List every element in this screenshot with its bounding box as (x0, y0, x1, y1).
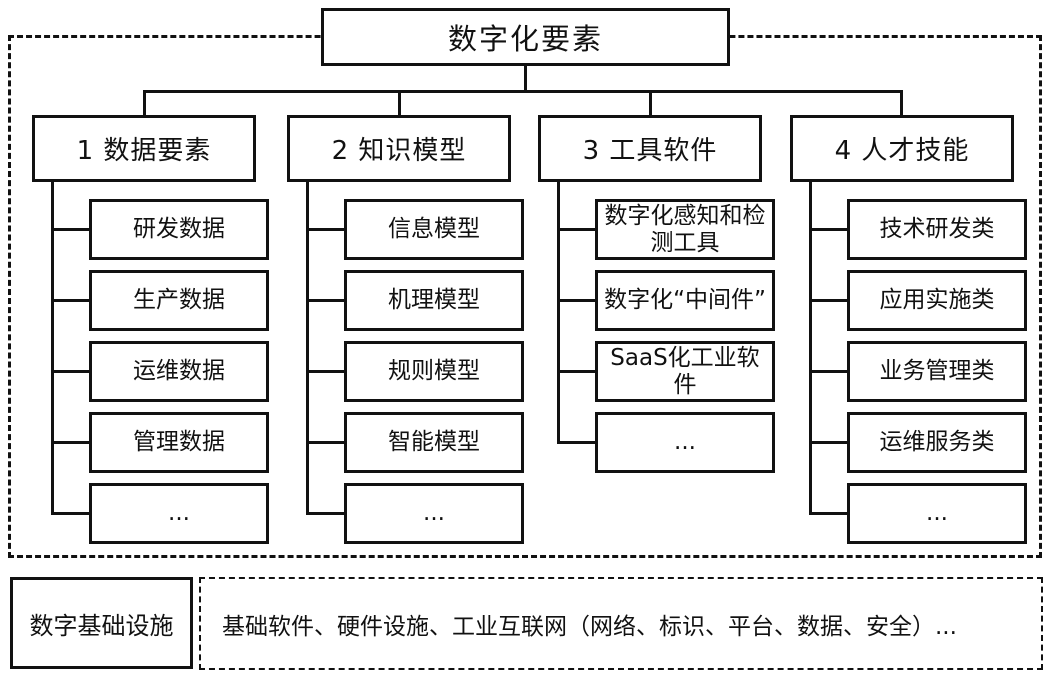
foundation-description: 基础软件、硬件设施、工业互联网（网络、标识、平台、数据、安全）... (222, 613, 957, 640)
category-box-talent-skills: 4 人才技能 (790, 115, 1014, 182)
item-box-sensing-inspection-tools: 数字化感知和检测工具 (595, 199, 775, 260)
connector-tick (809, 299, 847, 302)
connector-tick (306, 370, 344, 373)
connector-tick (809, 228, 847, 231)
category-label: 4 人才技能 (834, 136, 970, 166)
connector-branch-rail (143, 90, 903, 93)
item-label: 运维服务类 (879, 429, 995, 456)
category-box-tool-software: 3 工具软件 (538, 115, 762, 182)
connector-tick (51, 228, 89, 231)
category-label: 1 数据要素 (76, 136, 212, 166)
item-label: 数字化“中间件” (604, 287, 766, 314)
connector-tick (809, 441, 847, 444)
item-label: 生产数据 (133, 287, 225, 314)
item-box-saas-industrial-software: SaaS化工业软件 (595, 341, 775, 402)
connector-tick (51, 512, 89, 515)
item-label: 机理模型 (388, 287, 480, 314)
connector-stub-col4 (900, 90, 903, 115)
foundation-description-box: 基础软件、硬件设施、工业互联网（网络、标识、平台、数据、安全）... (199, 577, 1043, 670)
connector-trunk-col3 (557, 182, 560, 444)
item-box-management-data: 管理数据 (89, 412, 269, 473)
foundation-label-box: 数字基础设施 (10, 577, 193, 669)
connector-trunk-col1 (51, 182, 54, 515)
connector-stub-col3 (649, 90, 652, 115)
connector-tick (809, 370, 847, 373)
item-label: 规则模型 (388, 358, 480, 385)
connector-tick (306, 299, 344, 302)
connector-tick (51, 441, 89, 444)
item-box-ellipsis: ... (344, 483, 524, 544)
foundation-label: 数字基础设施 (29, 611, 174, 640)
category-label: 2 知识模型 (331, 136, 467, 166)
item-box-information-model: 信息模型 (344, 199, 524, 260)
item-label: 技术研发类 (879, 216, 995, 243)
item-box-rd-data: 研发数据 (89, 199, 269, 260)
item-box-ellipsis: ... (595, 412, 775, 473)
item-box-om-service: 运维服务类 (847, 412, 1027, 473)
item-box-mechanism-model: 机理模型 (344, 270, 524, 331)
item-box-intelligent-model: 智能模型 (344, 412, 524, 473)
category-label: 3 工具软件 (582, 136, 718, 166)
root-node-digital-elements: 数字化要素 (321, 8, 730, 66)
item-label: 研发数据 (133, 216, 225, 243)
connector-tick (51, 299, 89, 302)
item-label: 信息模型 (388, 216, 480, 243)
item-label: ... (168, 500, 190, 527)
item-box-ellipsis: ... (89, 483, 269, 544)
item-label: SaaS化工业软件 (610, 344, 760, 398)
connector-tick (306, 228, 344, 231)
connector-tick (557, 299, 595, 302)
connector-tick (809, 512, 847, 515)
item-label: ... (423, 500, 445, 527)
item-label: 运维数据 (133, 358, 225, 385)
connector-trunk-col2 (306, 182, 309, 515)
connector-stub-col1 (143, 90, 146, 115)
item-box-business-management: 业务管理类 (847, 341, 1027, 402)
connector-tick (557, 228, 595, 231)
connector-tick (306, 441, 344, 444)
item-box-middleware: 数字化“中间件” (595, 270, 775, 331)
connector-tick (557, 441, 595, 444)
connector-trunk-col4 (809, 182, 812, 515)
item-label: 应用实施类 (879, 287, 995, 314)
item-box-ellipsis: ... (847, 483, 1027, 544)
item-box-tech-rd: 技术研发类 (847, 199, 1027, 260)
item-label: 管理数据 (133, 429, 225, 456)
root-node-label: 数字化要素 (447, 22, 603, 56)
category-box-knowledge-models: 2 知识模型 (287, 115, 511, 182)
connector-root-vertical (524, 66, 527, 90)
item-label: 业务管理类 (879, 358, 995, 385)
connector-tick (306, 512, 344, 515)
item-label: 智能模型 (388, 429, 480, 456)
connector-tick (51, 370, 89, 373)
item-box-production-data: 生产数据 (89, 270, 269, 331)
item-label: 数字化感知和检测工具 (604, 202, 766, 256)
item-label: ... (926, 500, 948, 527)
connector-stub-col2 (398, 90, 401, 115)
connector-tick (557, 370, 595, 373)
item-box-rule-model: 规则模型 (344, 341, 524, 402)
item-box-application-implementation: 应用实施类 (847, 270, 1027, 331)
item-box-om-data: 运维数据 (89, 341, 269, 402)
category-box-data-elements: 1 数据要素 (32, 115, 256, 182)
item-label: ... (674, 429, 696, 456)
